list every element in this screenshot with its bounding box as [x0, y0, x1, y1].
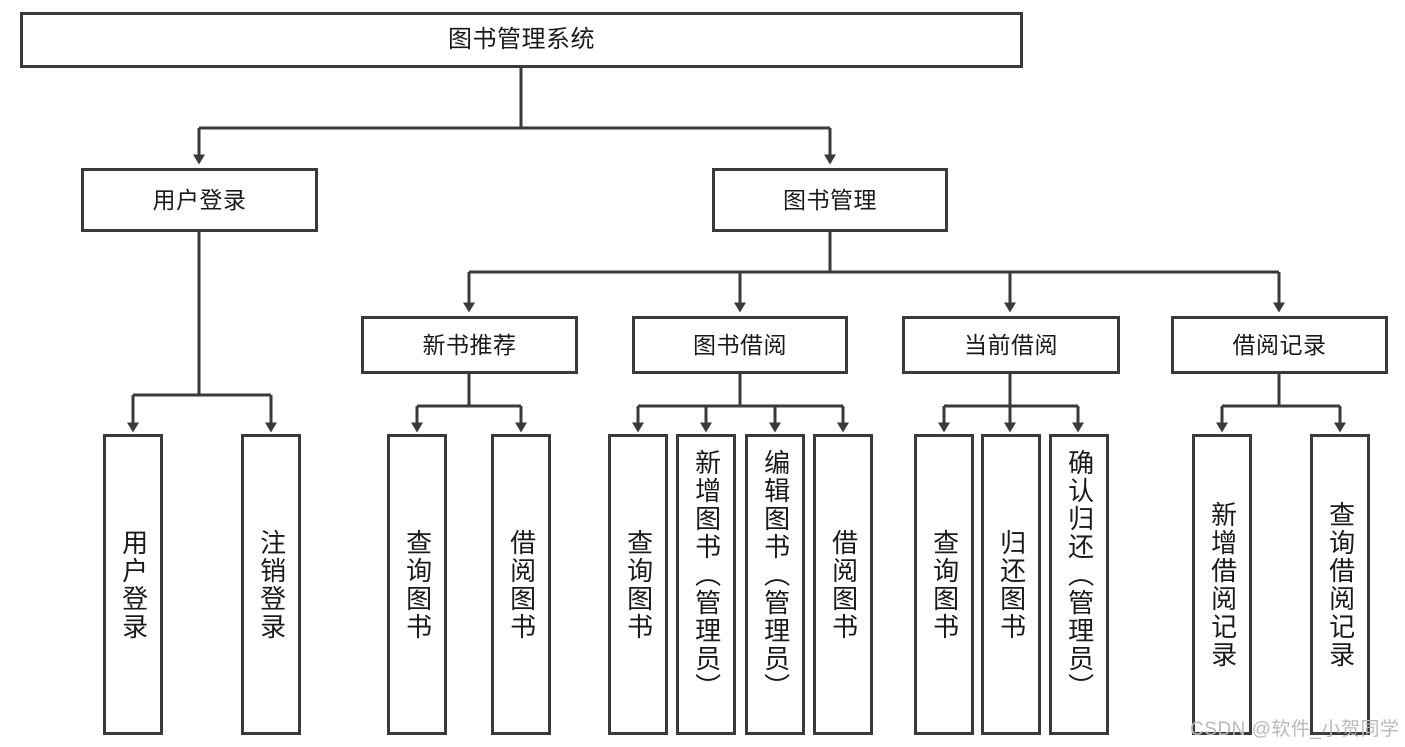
- leaf-query-book-recommend[interactable]: 查询图书: [387, 434, 447, 735]
- leaf-borrow-book-borrow[interactable]: 借阅图书: [813, 434, 873, 735]
- node-user-login[interactable]: 用户登录: [81, 168, 318, 232]
- node-label: 借阅记录: [1232, 331, 1327, 358]
- node-label: 注销登录: [256, 528, 287, 641]
- node-label: 编辑图书（管理员）: [760, 449, 791, 701]
- leaf-add-book[interactable]: 新增图书（管理员）: [676, 434, 736, 735]
- leaf-edit-book[interactable]: 编辑图书（管理员）: [745, 434, 805, 735]
- node-borrow-record[interactable]: 借阅记录: [1171, 316, 1388, 374]
- node-label: 确认归还（管理员）: [1064, 449, 1095, 701]
- node-label: 查询图书: [402, 528, 433, 641]
- node-label: 用户登录: [118, 528, 149, 641]
- node-label: 借阅图书: [828, 528, 859, 641]
- node-root-book-management-system[interactable]: 图书管理系统: [20, 12, 1023, 68]
- leaf-borrow-book-recommend[interactable]: 借阅图书: [491, 434, 551, 735]
- leaf-query-book-borrow[interactable]: 查询图书: [608, 434, 668, 735]
- node-book-borrow[interactable]: 图书借阅: [632, 316, 848, 374]
- node-label: 新增图书（管理员）: [691, 449, 722, 701]
- node-label: 查询图书: [929, 528, 960, 641]
- leaf-query-book-current[interactable]: 查询图书: [914, 434, 974, 735]
- leaf-confirm-return[interactable]: 确认归还（管理员）: [1049, 434, 1109, 735]
- node-label: 归还图书: [996, 528, 1027, 641]
- node-label: 新增借阅记录: [1207, 500, 1238, 669]
- node-label: 图书借阅: [693, 331, 787, 358]
- leaf-return-book[interactable]: 归还图书: [981, 434, 1041, 735]
- leaf-add-borrow-record[interactable]: 新增借阅记录: [1192, 434, 1252, 735]
- node-label: 新书推荐: [422, 331, 517, 358]
- leaf-query-borrow-record[interactable]: 查询借阅记录: [1310, 434, 1370, 735]
- node-label: 图书管理系统: [448, 26, 595, 54]
- leaf-user-login[interactable]: 用户登录: [103, 434, 163, 735]
- node-label: 查询借阅记录: [1325, 500, 1356, 669]
- node-label: 用户登录: [152, 186, 247, 213]
- node-label: 图书管理: [783, 186, 877, 213]
- node-new-book-recommend[interactable]: 新书推荐: [361, 316, 578, 374]
- node-label: 当前借阅: [964, 331, 1058, 358]
- node-book-manage[interactable]: 图书管理: [712, 168, 948, 232]
- node-label: 借阅图书: [506, 528, 537, 641]
- node-current-borrow[interactable]: 当前借阅: [902, 316, 1120, 374]
- leaf-logout-login[interactable]: 注销登录: [241, 434, 301, 735]
- node-label: 查询图书: [623, 528, 654, 641]
- csdn-watermark: CSDN @软件_小贺同学: [1190, 719, 1400, 740]
